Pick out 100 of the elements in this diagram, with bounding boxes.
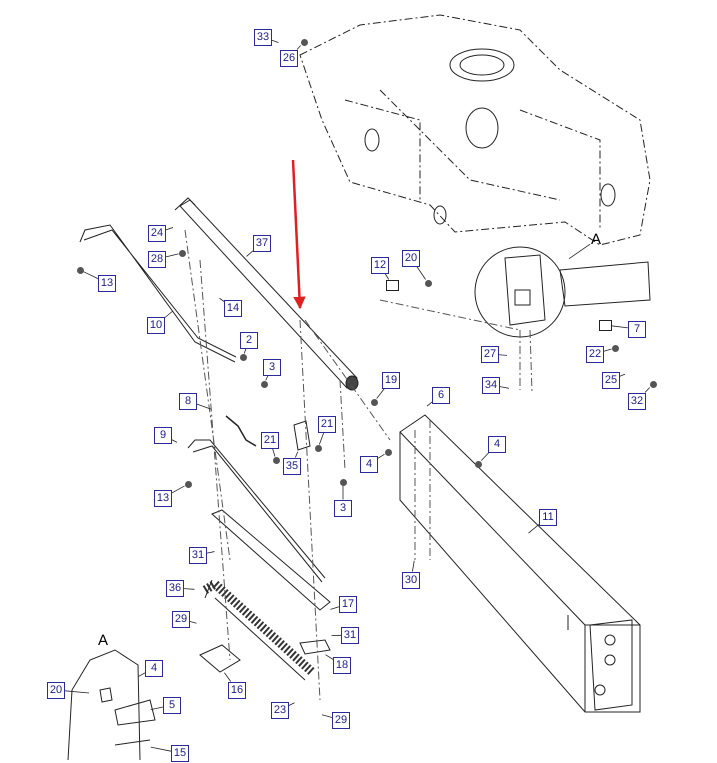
leader-line bbox=[64, 690, 90, 694]
fitting-part bbox=[178, 250, 186, 256]
fitting-part bbox=[424, 280, 432, 286]
leader-line bbox=[150, 706, 164, 710]
leader-line bbox=[166, 227, 174, 230]
callout-number: 15 bbox=[171, 744, 189, 762]
leader-line bbox=[604, 348, 612, 352]
fitting-part bbox=[260, 380, 268, 388]
fitting-part bbox=[650, 380, 656, 388]
callout-number: 4 bbox=[488, 436, 506, 452]
fitting-part bbox=[384, 448, 392, 456]
leader-line bbox=[528, 524, 540, 534]
leader-line bbox=[83, 271, 98, 280]
callout-number: 3 bbox=[334, 500, 352, 516]
callout-number: 36 bbox=[166, 580, 184, 596]
callout-number: 4 bbox=[145, 660, 163, 676]
fitting-part bbox=[300, 38, 308, 46]
leader-line bbox=[620, 374, 626, 377]
view-label: A bbox=[98, 633, 108, 648]
callout-number: 28 bbox=[148, 250, 166, 268]
callout-number: 4 bbox=[360, 456, 378, 472]
bracket-part bbox=[598, 320, 612, 330]
callout-number: 21 bbox=[261, 432, 279, 448]
leader-line bbox=[376, 388, 385, 399]
fitting-part bbox=[370, 398, 378, 406]
callout-number: 32 bbox=[628, 392, 646, 410]
callout-number: 17 bbox=[339, 596, 357, 612]
leader-line bbox=[330, 606, 340, 610]
leader-line bbox=[295, 451, 298, 458]
callout-number: 6 bbox=[432, 386, 450, 404]
leader-line bbox=[224, 672, 232, 682]
leader-line bbox=[138, 672, 146, 677]
leader-line bbox=[172, 439, 178, 443]
fitting-part bbox=[184, 480, 192, 488]
leader-line bbox=[342, 485, 344, 500]
leader-line bbox=[378, 454, 385, 459]
fitting-part bbox=[340, 478, 346, 486]
leader-line bbox=[190, 621, 197, 624]
leader-line bbox=[196, 404, 212, 410]
view-label: A bbox=[591, 232, 602, 247]
callout-number: 7 bbox=[628, 320, 646, 338]
callout-number: 20 bbox=[402, 250, 420, 266]
leader-line bbox=[644, 387, 650, 393]
leader-line bbox=[568, 244, 590, 260]
callout-number: 23 bbox=[271, 702, 289, 718]
leader-line bbox=[288, 702, 295, 706]
leader-line bbox=[150, 746, 172, 752]
callout-number: 5 bbox=[163, 696, 181, 714]
leader-line bbox=[166, 253, 179, 258]
fitting-part bbox=[240, 354, 246, 360]
callout-number: 31 bbox=[341, 626, 359, 644]
callout-number: 8 bbox=[179, 392, 197, 410]
callout-number: 20 bbox=[47, 682, 65, 698]
callout-number: 37 bbox=[253, 234, 271, 252]
leader-line bbox=[272, 40, 279, 44]
leader-line bbox=[384, 273, 390, 280]
callout-number: 13 bbox=[154, 490, 172, 506]
callout-number: 29 bbox=[172, 610, 190, 628]
leader-line bbox=[296, 45, 302, 50]
leader-line bbox=[246, 250, 254, 257]
leader-line bbox=[416, 266, 426, 280]
leader-line bbox=[219, 298, 224, 302]
callout-number: 34 bbox=[482, 376, 500, 394]
leader-line bbox=[164, 310, 173, 318]
callout-number: 31 bbox=[189, 546, 207, 564]
callout-number: 21 bbox=[318, 416, 336, 432]
leader-line bbox=[206, 551, 215, 554]
callout-number: 26 bbox=[280, 50, 298, 66]
callout-number: 14 bbox=[224, 300, 242, 316]
callout-number: 11 bbox=[539, 508, 557, 526]
leader-line bbox=[480, 452, 490, 461]
leader-line bbox=[184, 588, 195, 590]
callout-number: 19 bbox=[382, 372, 400, 388]
leader-line bbox=[412, 560, 415, 572]
fitting-part bbox=[272, 456, 280, 464]
callout-number: 13 bbox=[98, 274, 116, 292]
fitting-part bbox=[612, 344, 618, 352]
leader-line bbox=[498, 354, 508, 356]
callout-number: 27 bbox=[481, 346, 499, 362]
callout-number: 25 bbox=[602, 372, 620, 388]
leader-line bbox=[318, 432, 324, 445]
leader-line bbox=[500, 386, 510, 389]
callout-number: 12 bbox=[371, 256, 389, 274]
callout-number: 33 bbox=[254, 28, 272, 46]
callout-number: 30 bbox=[402, 572, 420, 588]
callout-number: 24 bbox=[148, 224, 166, 242]
leader-line bbox=[172, 486, 185, 494]
callout-number: 29 bbox=[332, 712, 350, 728]
leader-line bbox=[325, 654, 334, 660]
leader-line bbox=[426, 402, 432, 406]
callout-number: 16 bbox=[228, 682, 246, 698]
callout-number: 3 bbox=[263, 358, 281, 376]
callout-number: 2 bbox=[240, 332, 258, 348]
leader-line bbox=[322, 714, 332, 718]
fitting-part bbox=[314, 444, 322, 452]
leader-line bbox=[331, 634, 342, 636]
callout-number: 22 bbox=[586, 346, 604, 362]
callout-number: 35 bbox=[283, 458, 301, 474]
callout-number: 18 bbox=[333, 656, 351, 674]
fitting-part bbox=[76, 266, 84, 274]
